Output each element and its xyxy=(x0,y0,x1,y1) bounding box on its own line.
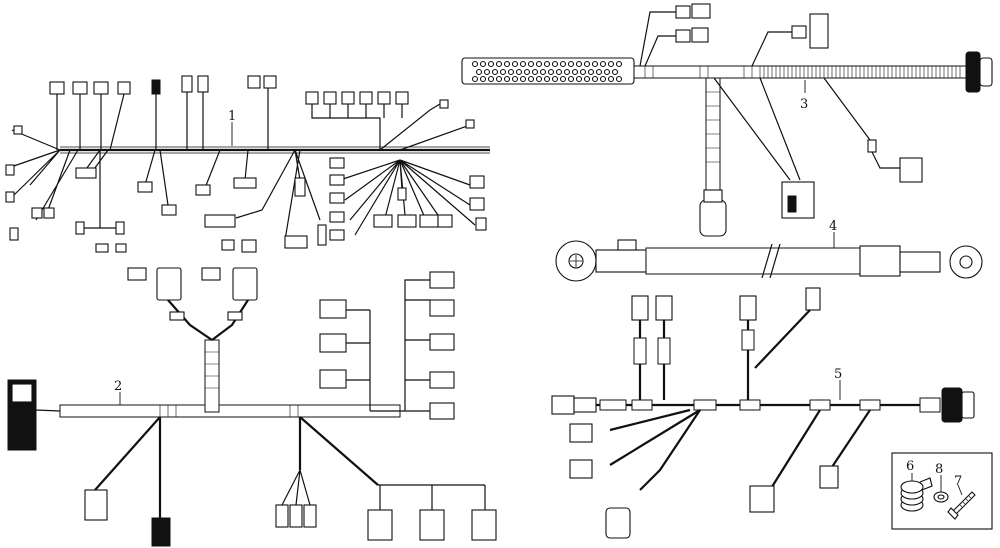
harness-2-module-left xyxy=(156,267,182,301)
harness-1-right-fan xyxy=(329,157,487,241)
callout-harness-3: 3 xyxy=(800,97,808,112)
callout-harness-2: 2 xyxy=(114,379,122,394)
harness-3-bottom-plug xyxy=(699,199,727,237)
callout-part-8: 8 xyxy=(935,462,943,477)
cable-4-body xyxy=(645,247,861,275)
cable-4: 4 xyxy=(555,219,983,282)
callout-harness-5: 5 xyxy=(834,367,842,382)
harness-3-trunk xyxy=(633,65,971,79)
harness-5-end-connector xyxy=(941,387,963,423)
callout-harness-1: 1 xyxy=(228,109,236,124)
part-8-washer xyxy=(933,491,949,503)
harness-1-top-connectors xyxy=(49,75,475,151)
harness-5: 5 xyxy=(551,287,975,539)
part-7-bolt xyxy=(947,491,976,520)
harness-2: 2 xyxy=(7,267,497,547)
harness-1-left-connectors xyxy=(5,125,55,241)
harness-3-round-connector xyxy=(965,51,981,93)
callout-part-6: 6 xyxy=(906,459,914,474)
part-6-clamp xyxy=(900,477,933,512)
harness-2-module-right xyxy=(232,267,258,301)
harness-1: 1 xyxy=(5,75,490,253)
harness-3-top-block-connector xyxy=(809,13,829,49)
callout-part-7: 7 xyxy=(954,474,962,489)
parts-inset: 6 8 7 xyxy=(891,452,993,530)
harness-3: 3 xyxy=(461,3,993,237)
harness-1-bottom-connectors xyxy=(75,149,327,253)
harness-2-trunk xyxy=(59,404,401,418)
harness-3-relay xyxy=(781,181,815,219)
callout-cable-4: 4 xyxy=(829,219,837,234)
